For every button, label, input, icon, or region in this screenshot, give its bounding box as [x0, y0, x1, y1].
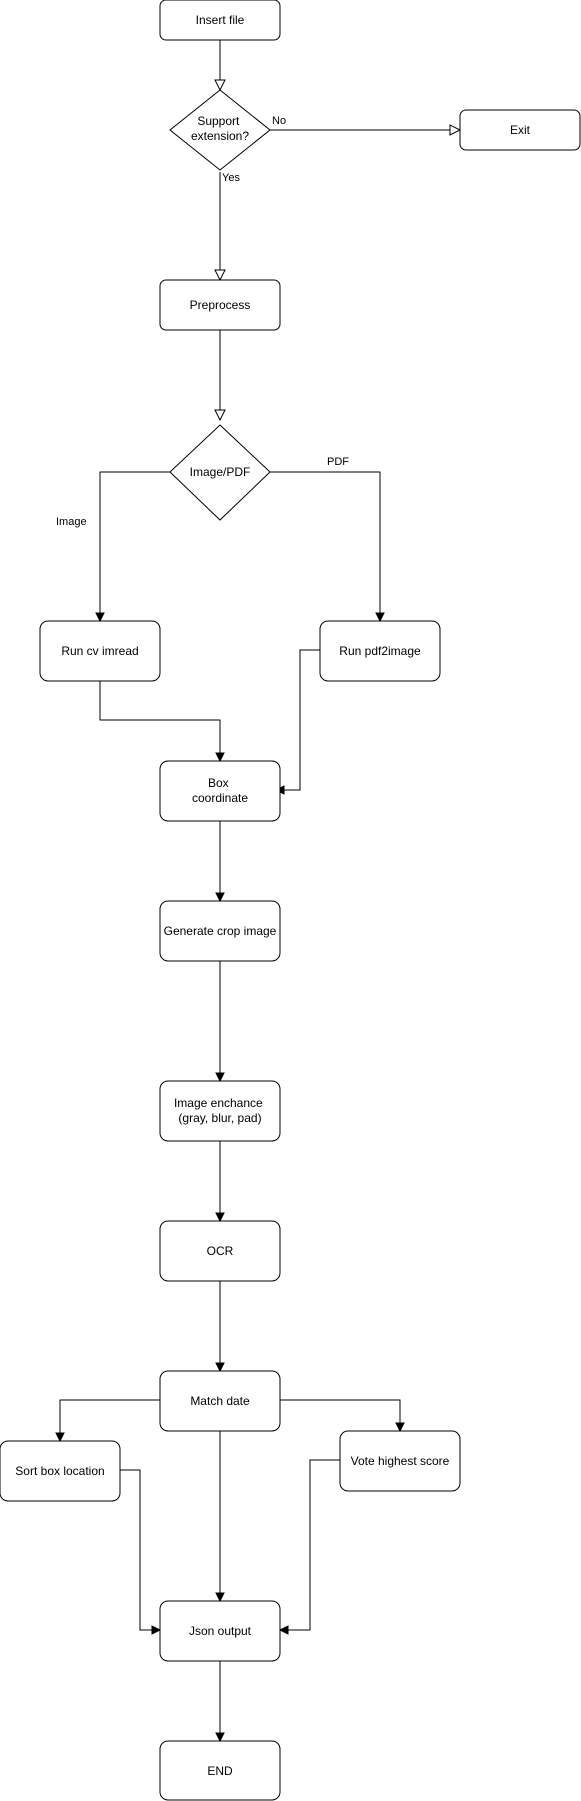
- svg-text:Image enchance (gray, bl: Image enchance (gray, blur, pad): [174, 1096, 266, 1125]
- node-box-coordinate[interactable]: Box coordinate: [159, 760, 281, 822]
- edge-label-no: No: [272, 115, 286, 127]
- arrow-solid-head: [215, 1732, 225, 1743]
- arrow-solid-head: [215, 892, 225, 903]
- arrow-solid-head: [95, 612, 105, 623]
- node-run-pdf2image-label: Run pdf2image: [339, 644, 421, 658]
- node-ocr-label: OCR: [207, 1244, 234, 1258]
- node-preprocess[interactable]: Preprocess: [159, 279, 281, 331]
- node-image-enhance-line1: Image enchance: [174, 1096, 263, 1110]
- node-image-enhance-line2: (gray, blur, pad): [178, 1111, 261, 1125]
- arrow-open-head: [449, 124, 462, 136]
- edge-vote-to-json: [287, 1459, 340, 1631]
- node-support-extension[interactable]: Support extension?: [169, 89, 271, 171]
- node-run-cv-imread-label: Run cv imread: [61, 644, 138, 658]
- node-image-pdf-label: Image/PDF: [190, 465, 251, 479]
- arrow-open-head: [214, 409, 226, 422]
- edge-match-to-sort: [59, 1399, 160, 1434]
- node-end-label: END: [207, 1764, 233, 1778]
- arrow-open-head: [214, 269, 226, 282]
- node-sort-box-location[interactable]: Sort box location: [0, 1440, 121, 1502]
- arrow-solid-head: [151, 1625, 162, 1635]
- node-match-date[interactable]: Match date: [159, 1370, 281, 1432]
- node-generate-crop-image[interactable]: Generate crop image: [159, 900, 281, 962]
- arrow-solid-head: [215, 1072, 225, 1083]
- svg-text:Box coordinate: Box coordinate: [192, 776, 248, 805]
- node-ocr[interactable]: OCR: [159, 1220, 281, 1282]
- arrow-solid-head: [215, 752, 225, 763]
- edge-match-to-vote: [280, 1399, 401, 1424]
- arrow-solid-head: [278, 1625, 289, 1635]
- edges: [55, 40, 462, 1743]
- node-json-output[interactable]: Json output: [159, 1600, 281, 1662]
- edge-pdf2image-to-box: [283, 649, 320, 791]
- edge-labels: No Yes PDF Image: [56, 115, 349, 528]
- edge-label-image: Image: [56, 516, 87, 528]
- edge-sort-to-json: [120, 1469, 153, 1631]
- node-image-enhance[interactable]: Image enchance (gray, blur, pad): [159, 1080, 281, 1142]
- arrow-solid-head: [215, 1212, 225, 1223]
- node-vote-highest-score[interactable]: Vote highest score: [339, 1430, 461, 1492]
- edge-label-pdf: PDF: [327, 456, 349, 468]
- node-exit[interactable]: Exit: [459, 109, 581, 151]
- node-support-extension-line2: extension?: [191, 129, 249, 143]
- node-image-pdf[interactable]: Image/PDF: [169, 424, 271, 521]
- node-preprocess-label: Preprocess: [190, 298, 251, 312]
- node-run-pdf2image[interactable]: Run pdf2image: [319, 620, 441, 682]
- arrow-solid-head: [215, 1362, 225, 1373]
- node-box-coordinate-line1: Box: [208, 776, 229, 790]
- edge-imread-to-box: [99, 681, 221, 754]
- node-exit-label: Exit: [510, 123, 531, 137]
- node-end[interactable]: END: [159, 1740, 281, 1801]
- node-match-date-label: Match date: [190, 1394, 250, 1408]
- arrow-solid-head: [395, 1422, 405, 1433]
- arrow-solid-head: [215, 1592, 225, 1603]
- node-support-extension-line1: Support: [197, 114, 240, 128]
- node-sort-box-location-label: Sort box location: [15, 1464, 104, 1478]
- node-insert-file[interactable]: Insert file: [159, 0, 281, 41]
- arrow-open-head: [214, 79, 226, 92]
- node-run-cv-imread[interactable]: Run cv imread: [39, 620, 161, 682]
- edge-decision-to-pdf2image: [270, 471, 381, 614]
- edge-label-yes: Yes: [222, 172, 240, 184]
- svg-text:Support extension?: Support extension?: [191, 114, 249, 143]
- edge-decision-to-imread: [99, 471, 170, 614]
- node-generate-crop-image-label: Generate crop image: [164, 924, 277, 938]
- node-box-coordinate-line2: coordinate: [192, 791, 248, 805]
- arrow-solid-head: [375, 612, 385, 623]
- arrow-solid-head: [55, 1432, 65, 1443]
- node-insert-file-label: Insert file: [196, 13, 245, 27]
- node-json-output-label: Json output: [189, 1624, 252, 1638]
- node-vote-highest-score-label: Vote highest score: [351, 1454, 450, 1468]
